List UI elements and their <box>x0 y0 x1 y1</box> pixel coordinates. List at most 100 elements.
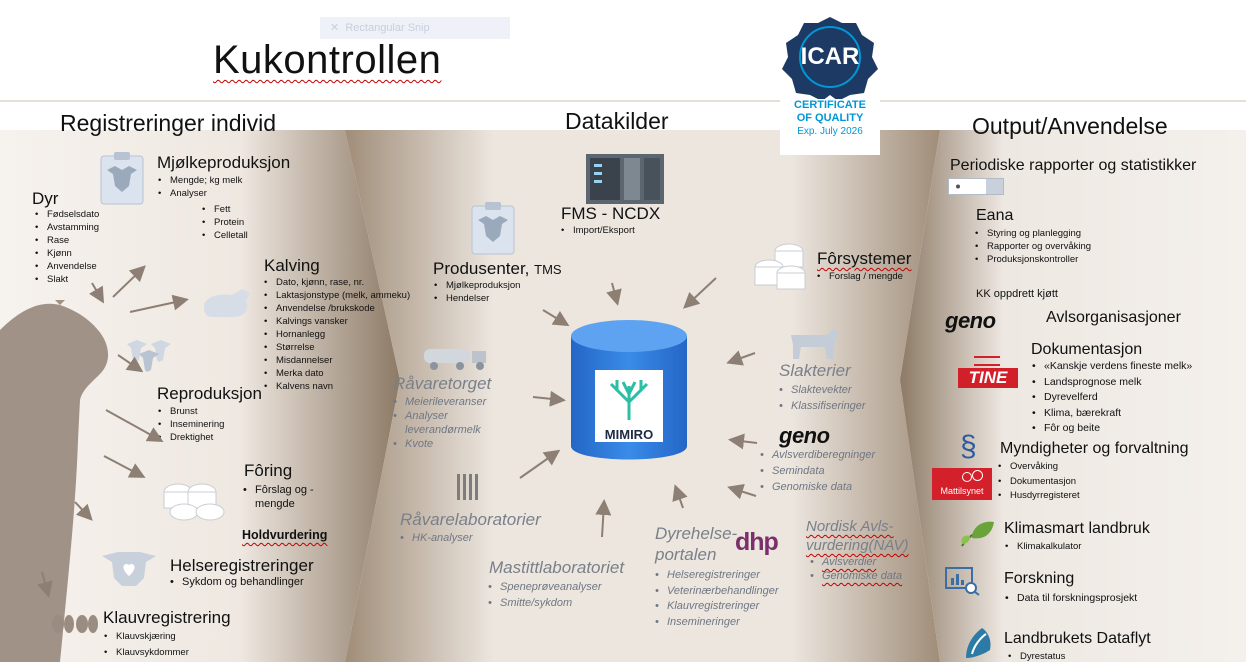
myndighet-list: Overvåking Dokumentasjon Husdyrregistere… <box>998 460 1080 504</box>
cow-silhouette-icon <box>0 300 109 662</box>
server-equipment-icon <box>586 154 664 204</box>
page-title: Kukontrollen <box>213 38 442 82</box>
icar-line3: Exp. July 2026 <box>797 126 863 137</box>
kk-text: KK oppdrett kjøtt <box>976 288 1058 300</box>
chart-search-icon <box>945 567 980 596</box>
column-header-left: Registreringer individ <box>60 110 277 136</box>
dyr-title: Dyr <box>32 189 59 208</box>
list-item: Klauvsykdommer <box>104 645 189 661</box>
nav-item-text: Avlsverdier <box>822 556 877 568</box>
mjolk-list: Mengde; kg melk Analyser <box>158 174 242 200</box>
nav-title-1: Nordisk Avls- <box>806 518 894 535</box>
list-item: Husdyrregisteret <box>998 489 1080 504</box>
list-item: Kalvens navn <box>264 380 410 393</box>
left-arrows <box>37 265 189 598</box>
dataflyt-list: Dyrestatus <box>1008 650 1065 663</box>
list-item: Dyrevelferd <box>1032 390 1192 406</box>
paragraph-icon: § <box>960 430 977 463</box>
list-item: Dato, kjønn, rase, nr. <box>264 276 410 289</box>
klauv-title: Klauvregistrering <box>103 608 231 627</box>
list-item: Merka dato <box>264 367 410 380</box>
helse-list: Sykdom og behandlinger <box>170 575 304 589</box>
list-item: Laktasjonstype (melk, ammeku) <box>264 289 410 302</box>
list-item: Fôrslag og -mengde <box>243 483 318 511</box>
list-item: Dyrestatus <box>1008 650 1065 663</box>
list-item: Slaktevekter <box>779 382 866 398</box>
produsent-list: Mjølkeproduksjon Hendelser <box>434 279 520 305</box>
snip-overlay: ✕ Rectangular Snip <box>320 17 510 39</box>
klima-list: Klimakalkulator <box>1005 540 1081 553</box>
mattilsynet-circles-icon <box>962 470 983 482</box>
kalving-title: Kalving <box>264 256 320 275</box>
icar-badge: ICAR CERTIFICATE OF QUALITY Exp. July 20… <box>780 15 880 155</box>
ravaretorget-title: Råvaretorget <box>393 374 492 393</box>
list-item: Størrelse <box>264 341 410 354</box>
mjolk-title: Mjølkeproduksjon <box>157 153 291 172</box>
list-item: Overvåking <box>998 460 1080 475</box>
dyr-list: Fødselsdato Avstamming Rase Kjønn Anvend… <box>35 208 99 286</box>
list-item: Mengde; kg melk <box>158 174 242 187</box>
dyrehelse-title-1: Dyrehelse- <box>655 524 738 543</box>
list-item: Protein <box>202 216 248 229</box>
tine-text: TINE <box>958 368 1018 388</box>
list-item: Rase <box>35 234 99 247</box>
list-item: Misdannelser <box>264 354 410 367</box>
list-item: Avlsverdiberegninger <box>760 447 875 463</box>
hooves-icon <box>52 615 98 633</box>
helse-title: Helseregistreringer <box>170 556 314 575</box>
geno-logo: geno <box>779 423 830 448</box>
list-item: «Kanskje verdens fineste melk» <box>1032 359 1192 375</box>
calf-icon <box>204 289 250 317</box>
klauv-list: Klauvskjæring Klauvsykdommer <box>104 629 189 661</box>
circle-icon <box>972 470 983 481</box>
icar-text: ICAR <box>800 43 860 70</box>
cow-heads-icon <box>127 340 171 372</box>
ravarelab-list: HK-analyser <box>400 531 473 545</box>
ravaretorget-list: Meierileveranser Analyser leverandørmelk… <box>393 395 493 451</box>
dyrehelse-list: Helseregistreringer Veterinærbehandlinge… <box>655 568 779 630</box>
list-item: Genomiske data <box>810 569 902 583</box>
feed-bales-icon <box>163 483 225 521</box>
eana-title: Eana <box>976 207 1014 224</box>
list-item: Smitte/sykdom <box>488 595 602 611</box>
list-item: Kalvings vansker <box>264 315 410 328</box>
list-item: Fett <box>202 203 248 216</box>
repro-title: Reproduksjon <box>157 384 262 403</box>
list-item: Klimakalkulator <box>1005 540 1081 553</box>
periodiske-title: Periodiske rapporter og statistikker <box>950 157 1197 174</box>
slakterier-title: Slakterier <box>779 361 851 380</box>
mattilsynet-text: Mattilsynet <box>940 486 984 496</box>
mattilsynet-logo: Mattilsynet <box>932 468 992 500</box>
fms-list: Import/Eksport <box>561 224 635 237</box>
list-item: Helseregistreringer <box>655 568 779 584</box>
column-header-middle: Datakilder <box>565 108 669 134</box>
list-item: Anvendelse /brukskode <box>264 302 410 315</box>
list-item: Landsprognose melk <box>1032 375 1192 391</box>
tine-crown-icon <box>974 356 1000 366</box>
list-item: Insemineringer <box>655 615 779 631</box>
geno-list: Avlsverdiberegninger Semindata Genomiske… <box>760 447 875 495</box>
geno-logo-right: geno <box>945 308 996 333</box>
list-item: Rapporter og overvåking <box>975 240 1091 253</box>
slakterier-list: Slaktevekter Klassifiseringer <box>779 382 866 414</box>
feed-bales-icon <box>754 243 806 290</box>
list-item: Celletall <box>202 229 248 242</box>
list-item: Klassifiseringer <box>779 398 866 414</box>
list-item: Klauvskjæring <box>104 629 189 645</box>
list-item: Genomiske data <box>760 479 875 495</box>
list-item: Kjønn <box>35 247 99 260</box>
list-item: Speneprøveanalyser <box>488 579 602 595</box>
list-item: Analyser <box>158 187 242 200</box>
clipboard-cow-icon <box>471 202 515 255</box>
dataflyt-icon <box>966 628 991 658</box>
list-item: Fødselsdato <box>35 208 99 221</box>
list-item: Mjølkeproduksjon <box>434 279 520 292</box>
kalving-list: Dato, kjønn, rase, nr. Laktasjonstype (m… <box>264 276 410 393</box>
mastitt-title: Mastittlaboratoriet <box>489 558 625 577</box>
list-item: Kvote <box>393 437 493 451</box>
list-item: Anvendelse <box>35 260 99 273</box>
list-item: Sykdom og behandlinger <box>170 575 304 589</box>
icar-seal-icon <box>782 17 878 99</box>
nav-title-2: vurdering(NAV) <box>806 537 909 554</box>
